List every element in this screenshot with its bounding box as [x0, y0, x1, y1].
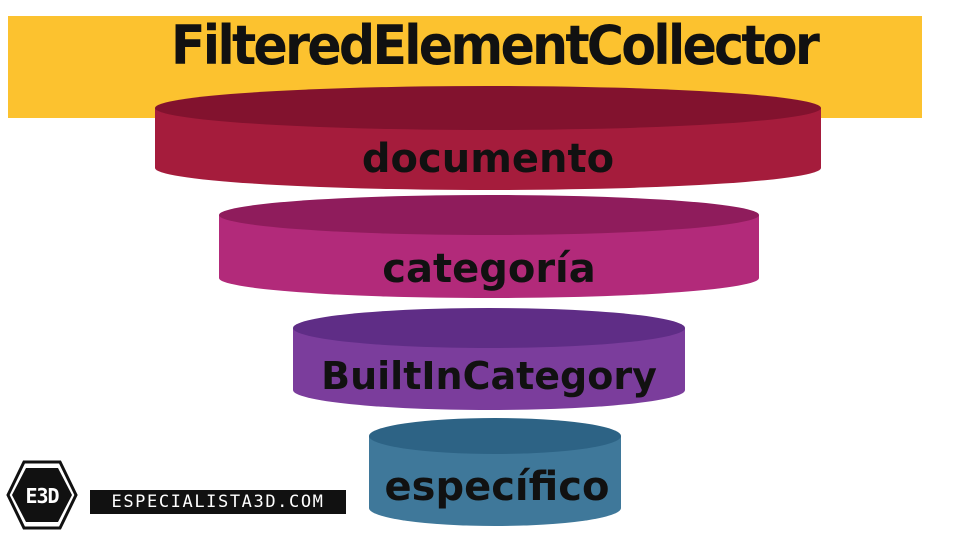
tier-1-label: documento	[362, 136, 614, 182]
tier-2-body	[219, 215, 759, 298]
diagram-title: FilteredElementCollector	[170, 14, 820, 77]
svg-text:E3D: E3D	[25, 484, 59, 508]
funnel-tier-3: BuiltInCategory	[293, 308, 685, 410]
tier-3-body	[293, 328, 685, 410]
funnel-tier-4: específico	[369, 418, 621, 526]
funnel-tier-2: categoría	[219, 195, 759, 298]
tier-4-body	[369, 436, 621, 526]
tier-1-body	[155, 108, 821, 190]
e3d-logo-icon: E3D	[6, 460, 78, 530]
tier-3-label: BuiltInCategory	[321, 354, 657, 398]
tier-1-top	[155, 86, 821, 130]
tier-4-top	[369, 418, 621, 454]
brand-wordmark: ESPECIALISTA3D.COM	[90, 490, 346, 514]
tier-3-top	[293, 308, 685, 348]
tier-4-label: específico	[385, 464, 610, 510]
tier-2-top	[219, 195, 759, 235]
tier-2-label: categoría	[382, 246, 596, 292]
funnel-tier-1: documento	[155, 86, 821, 190]
